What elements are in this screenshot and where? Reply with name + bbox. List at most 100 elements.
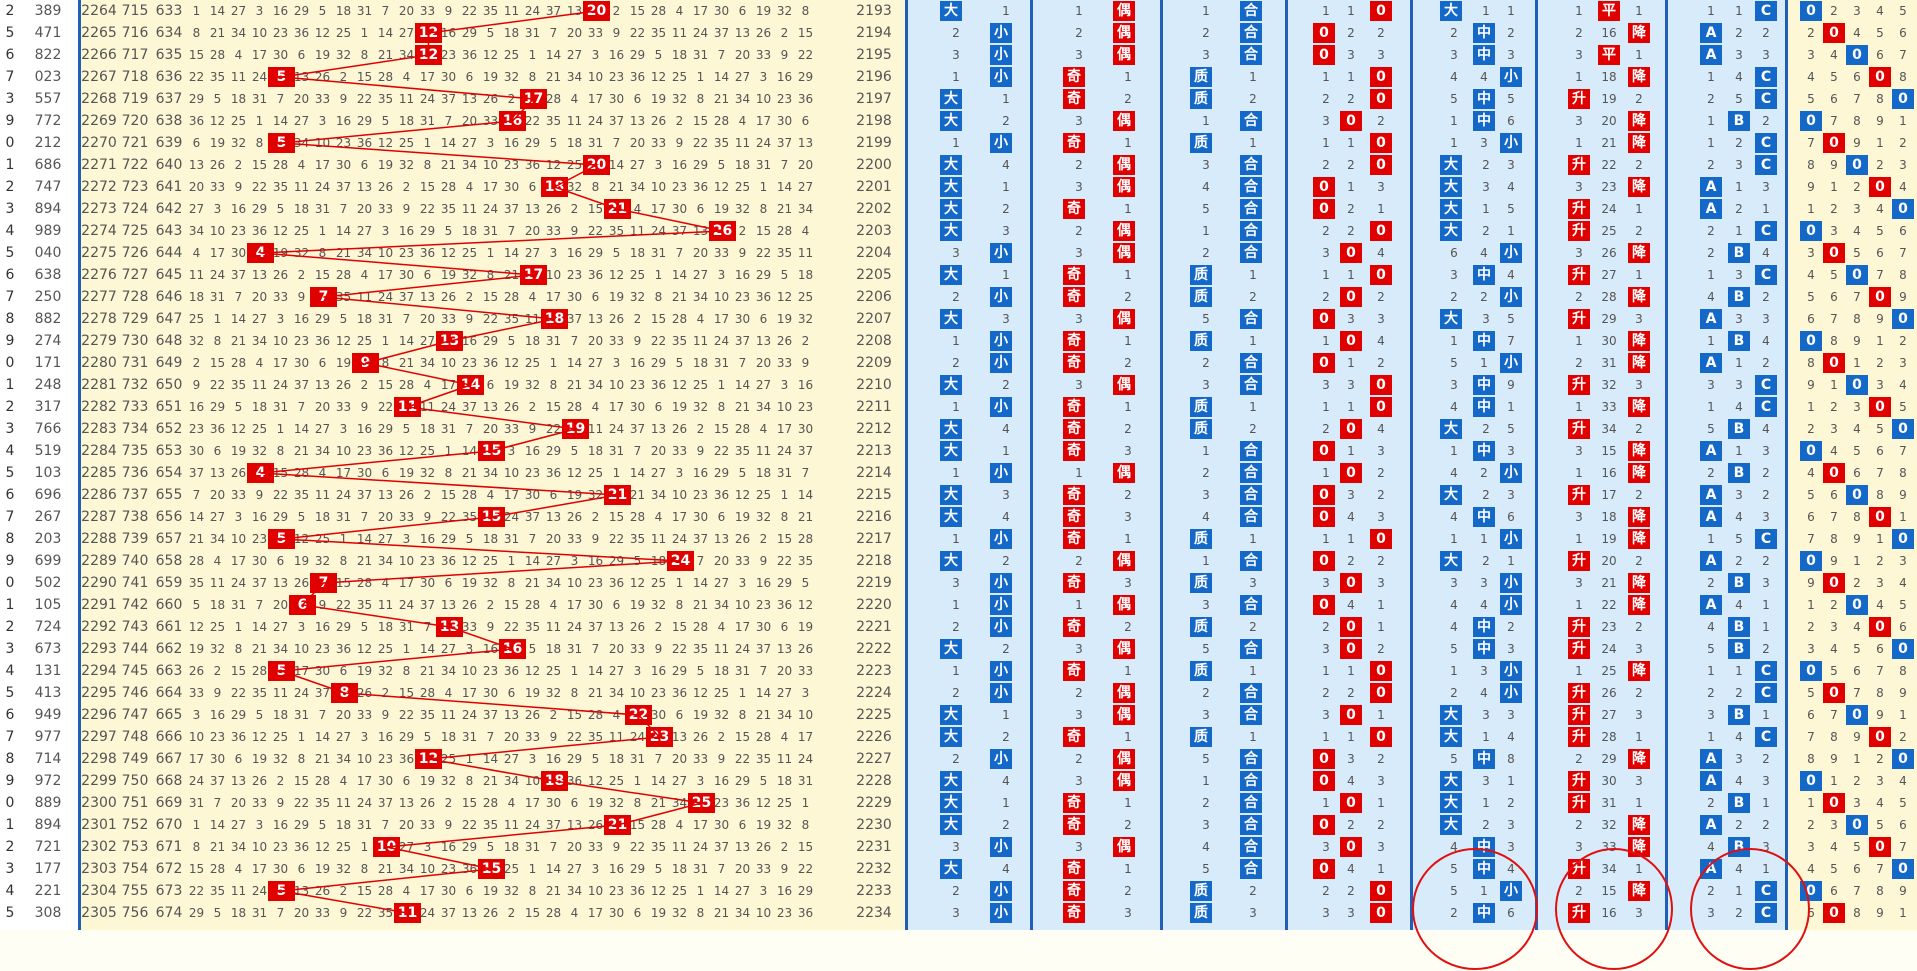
distribution-cell: 13 bbox=[627, 110, 648, 132]
count-cell: 2 bbox=[1340, 880, 1362, 902]
count-cell: 9 bbox=[1892, 286, 1914, 308]
abc-B: B bbox=[1728, 617, 1750, 637]
distribution-cell: 13 bbox=[291, 880, 312, 902]
count-cell: 4 bbox=[995, 770, 1017, 792]
distribution-cell: 18 bbox=[480, 528, 501, 550]
distribution-cell: 1 bbox=[249, 110, 270, 132]
distribution-cell: 4 bbox=[627, 198, 648, 220]
route-one: 0 bbox=[1340, 639, 1362, 659]
distribution-cell: 7 bbox=[690, 550, 711, 572]
distribution-cell: 30 bbox=[711, 814, 732, 836]
size3-big: 大 bbox=[1440, 727, 1462, 747]
distribution-cell: 11 bbox=[732, 132, 753, 154]
distribution-cell: 14 bbox=[564, 352, 585, 374]
distribution-cell: 21 bbox=[480, 770, 501, 792]
count-cell: 9 bbox=[1500, 374, 1522, 396]
abc-C: C bbox=[1755, 155, 1777, 175]
distribution-cell: 6 bbox=[564, 792, 585, 814]
abc-A: A bbox=[1700, 815, 1722, 835]
distribution-cell: 10 bbox=[249, 836, 270, 858]
count-cell: 1 bbox=[1195, 220, 1217, 242]
count-cell: 5 bbox=[1195, 198, 1217, 220]
count-cell: 2 bbox=[995, 814, 1017, 836]
distribution-cell: 19 bbox=[480, 880, 501, 902]
distribution-cell: 22 bbox=[207, 374, 228, 396]
count-cell: 4 bbox=[1370, 418, 1392, 440]
abc-C: C bbox=[1755, 89, 1777, 109]
count-cell: 1 bbox=[1195, 110, 1217, 132]
distribution-cell: 16 bbox=[732, 264, 753, 286]
distribution-cell: 26 bbox=[438, 286, 459, 308]
distribution-cell: 29 bbox=[795, 66, 816, 88]
distribution-cell: 13 bbox=[354, 176, 375, 198]
distribution-cell: 16 bbox=[249, 506, 270, 528]
distribution-cell: 19 bbox=[354, 660, 375, 682]
count-cell: 9 bbox=[1800, 176, 1822, 198]
period-number: 2264 bbox=[80, 0, 118, 22]
distribution-cell: 24 bbox=[522, 814, 543, 836]
distribution-cell: 25 bbox=[564, 154, 585, 176]
size3-mid: 中 bbox=[1473, 617, 1495, 637]
distribution-cell: 35 bbox=[669, 330, 690, 352]
count-cell: 6 bbox=[1892, 22, 1914, 44]
count-cell: 5 bbox=[1500, 418, 1522, 440]
distribution-cell: 8 bbox=[291, 748, 312, 770]
distribution-cell: 15 bbox=[753, 220, 774, 242]
distribution-cell: 34 bbox=[564, 66, 585, 88]
distribution-cell: 34 bbox=[627, 176, 648, 198]
distribution-cell: 17 bbox=[795, 726, 816, 748]
small-marker: 小 bbox=[990, 23, 1012, 43]
distribution-cell: 6 bbox=[585, 286, 606, 308]
distribution-cell: 12 bbox=[312, 836, 333, 858]
count-cell: 3 bbox=[945, 44, 967, 66]
distribution-cell: 26 bbox=[606, 308, 627, 330]
count-cell: 1 bbox=[1823, 176, 1845, 198]
distribution-cell: 20 bbox=[690, 242, 711, 264]
count-cell: 8 bbox=[1892, 264, 1914, 286]
period-number: 2266 bbox=[80, 44, 118, 66]
count-cell: 2 bbox=[1443, 22, 1465, 44]
route-zero: 0 bbox=[1313, 23, 1335, 43]
distribution-cell: 20 bbox=[354, 198, 375, 220]
distribution-cell: 18 bbox=[396, 110, 417, 132]
tail-marker: 0 bbox=[1846, 45, 1868, 65]
count-cell: 8 bbox=[1869, 880, 1891, 902]
distribution-cell: 12 bbox=[270, 220, 291, 242]
trend-up: 升 bbox=[1568, 419, 1590, 439]
distribution-cell: 28 bbox=[585, 704, 606, 726]
distribution-cell: 34 bbox=[774, 704, 795, 726]
distribution-cell: 20 bbox=[228, 792, 249, 814]
distribution-cell: 37 bbox=[375, 792, 396, 814]
draw-number: 267 bbox=[20, 506, 76, 528]
count-cell: 1 bbox=[1340, 352, 1362, 374]
even-marker: 偶 bbox=[1113, 111, 1135, 131]
composite-marker: 合 bbox=[1240, 221, 1262, 241]
distribution-cell: 10 bbox=[312, 132, 333, 154]
distribution-cell: 23 bbox=[606, 880, 627, 902]
stat-b: 645 bbox=[152, 264, 186, 286]
distribution-cell: 27 bbox=[606, 660, 627, 682]
distribution-cell: 16 bbox=[270, 814, 291, 836]
distribution-cell: 26 bbox=[375, 176, 396, 198]
count-cell: 1 bbox=[995, 176, 1017, 198]
count-cell: 7 bbox=[1892, 836, 1914, 858]
distribution-cell: 30 bbox=[438, 880, 459, 902]
small-marker: 小 bbox=[990, 287, 1012, 307]
distribution-cell: 3 bbox=[249, 0, 270, 22]
count-cell: 7 bbox=[1800, 132, 1822, 154]
distribution-cell: 35 bbox=[228, 374, 249, 396]
distribution-cell: 26 bbox=[669, 418, 690, 440]
distribution-cell: 6 bbox=[648, 396, 669, 418]
small-marker: 小 bbox=[990, 67, 1012, 87]
prime-marker: 质 bbox=[1190, 661, 1212, 681]
composite-marker: 合 bbox=[1240, 155, 1262, 175]
distribution-cell: 29 bbox=[438, 528, 459, 550]
trend-down: 降 bbox=[1628, 815, 1650, 835]
count-cell: 7 bbox=[1846, 880, 1868, 902]
count-cell: 4 bbox=[1823, 836, 1845, 858]
distribution-cell: 11 bbox=[249, 374, 270, 396]
small-marker: 小 bbox=[990, 133, 1012, 153]
count-cell: 4 bbox=[1473, 594, 1495, 616]
distribution-cell: 2 bbox=[501, 88, 522, 110]
stat-a: 753 bbox=[118, 836, 152, 858]
